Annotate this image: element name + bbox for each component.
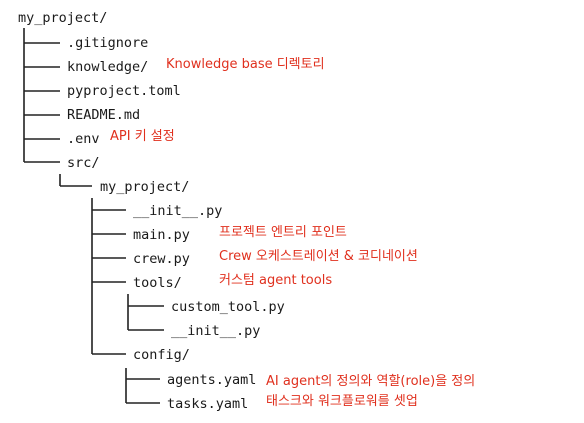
node-src: src/ <box>67 155 100 171</box>
note-agents: AI agent의 정의와 역할(role)을 정의 <box>266 374 476 389</box>
note-tools: 커스텀 agent tools <box>219 273 333 288</box>
node-main-py: main.py <box>133 227 190 243</box>
node-config: config/ <box>133 347 190 363</box>
node-env: .env <box>67 131 100 147</box>
note-knowledge: Knowledge base 디렉토리 <box>166 57 325 72</box>
note-env: API 키 설정 <box>110 129 175 144</box>
node-custom-tool: custom_tool.py <box>171 299 285 315</box>
node-gitignore: .gitignore <box>67 35 149 51</box>
node-root: my_project/ <box>18 10 108 26</box>
node-pyproject: pyproject.toml <box>67 83 181 99</box>
node-init-py: __init__.py <box>133 203 223 219</box>
node-tools: tools/ <box>133 275 182 291</box>
node-agents-yaml: agents.yaml <box>167 372 257 388</box>
note-main: 프로젝트 엔트리 포인트 <box>219 225 347 240</box>
node-tools-init: __init__.py <box>171 323 261 339</box>
node-knowledge: knowledge/ <box>67 59 149 75</box>
note-tasks: 태스크와 워크플로워를 셋업 <box>266 394 418 409</box>
node-tasks-yaml: tasks.yaml <box>167 396 249 412</box>
node-readme: README.md <box>67 107 141 123</box>
node-src-project: my_project/ <box>100 179 190 195</box>
note-crew: Crew 오케스트레이션 & 코디네이션 <box>219 249 418 264</box>
node-crew-py: crew.py <box>133 251 190 267</box>
